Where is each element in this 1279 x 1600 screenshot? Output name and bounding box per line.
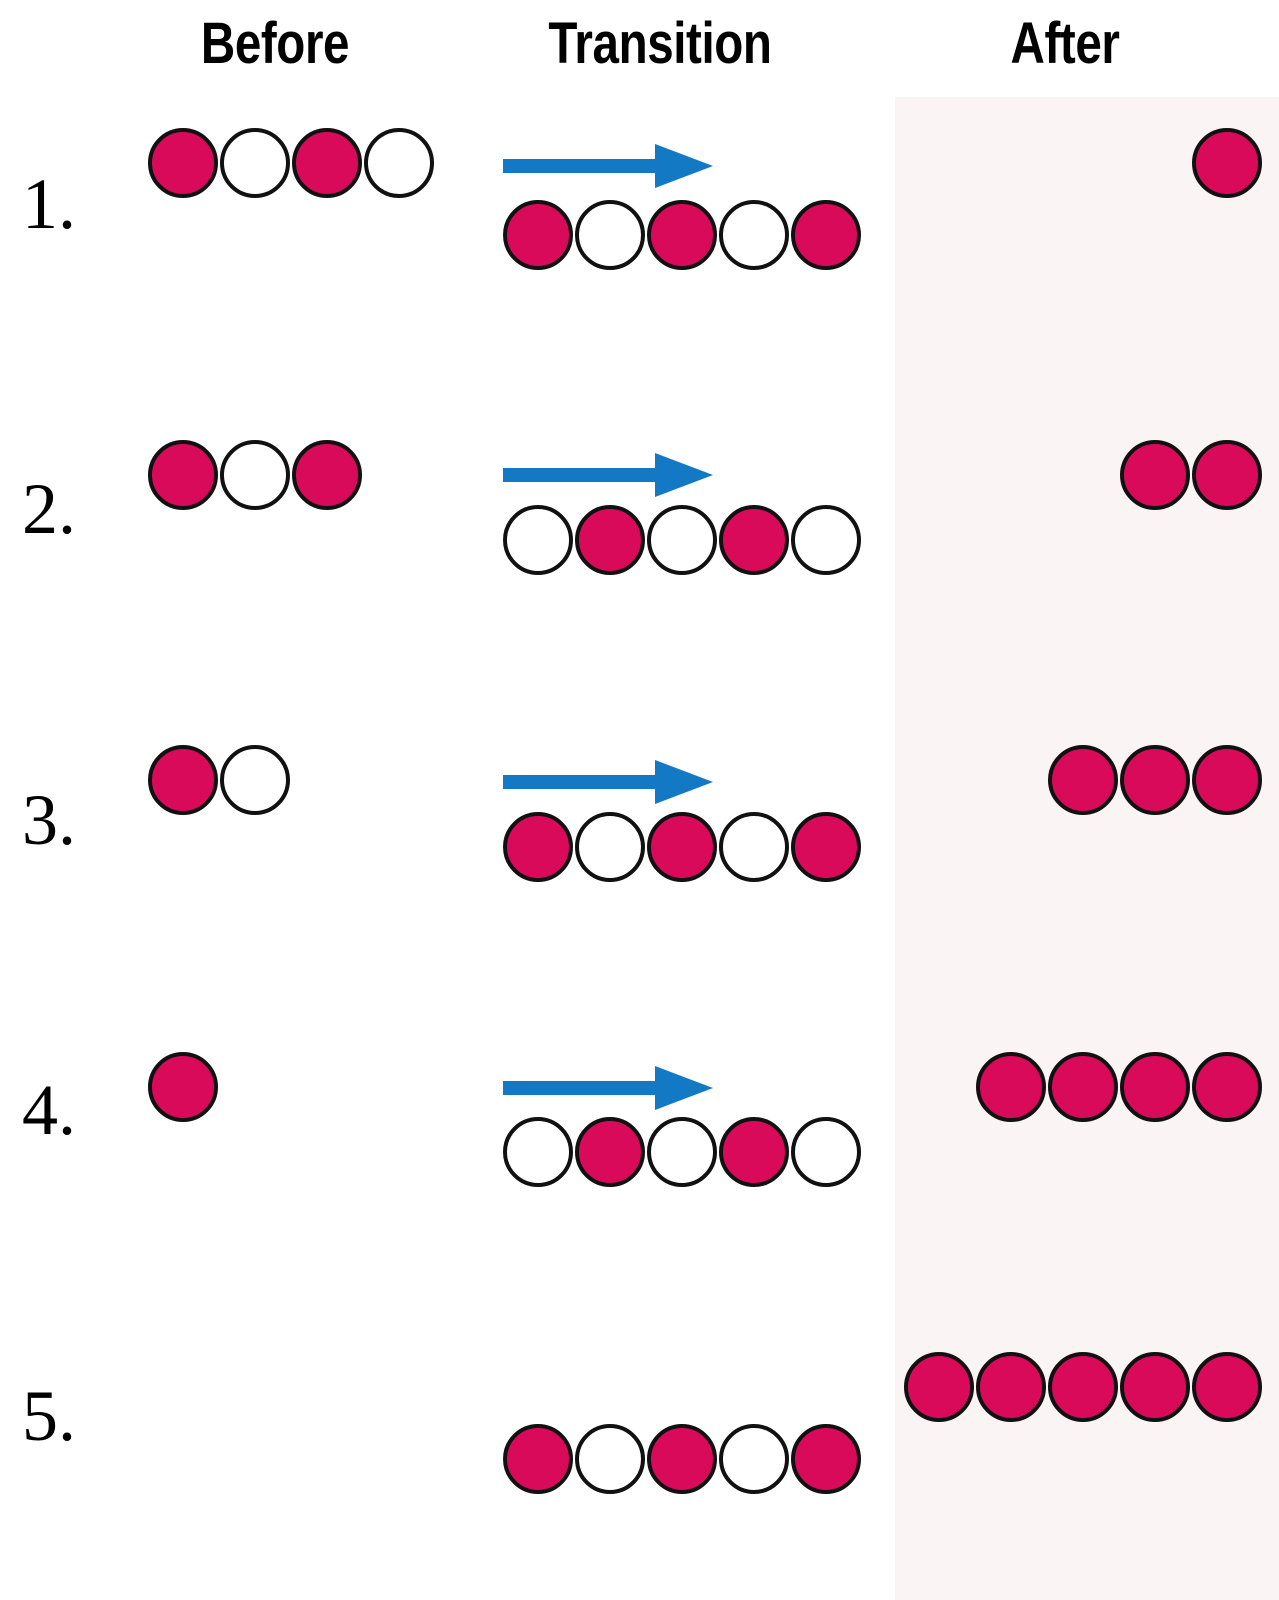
empty-circle — [503, 1117, 573, 1187]
empty-circle — [220, 745, 290, 815]
filled-circle — [904, 1352, 974, 1422]
filled-circle — [791, 812, 861, 882]
after-circle-group — [904, 1352, 1262, 1424]
empty-circle — [647, 505, 717, 575]
transition-circle-group — [503, 812, 861, 884]
filled-circle — [647, 200, 717, 270]
row-number: 4. — [22, 1070, 76, 1150]
column-header-after: After — [1010, 11, 1120, 76]
empty-circle — [364, 128, 434, 198]
transition-circle-group — [503, 1117, 861, 1189]
filled-circle — [1048, 745, 1118, 815]
filled-circle — [1120, 440, 1190, 510]
column-header-transition: Transition — [548, 11, 772, 76]
filled-circle — [1048, 1352, 1118, 1422]
filled-circle — [575, 505, 645, 575]
empty-circle — [575, 200, 645, 270]
empty-circle — [791, 1117, 861, 1187]
after-circle-group — [976, 1052, 1262, 1124]
filled-circle — [1120, 1052, 1190, 1122]
empty-circle — [220, 440, 290, 510]
transition-circle-group — [503, 1424, 861, 1496]
after-circle-group — [1192, 128, 1262, 200]
filled-circle — [292, 128, 362, 198]
filled-circle — [1192, 128, 1262, 198]
filled-circle — [791, 1424, 861, 1494]
filled-circle — [292, 440, 362, 510]
filled-circle — [148, 128, 218, 198]
filled-circle — [503, 200, 573, 270]
empty-circle — [719, 812, 789, 882]
filled-circle — [647, 812, 717, 882]
filled-circle — [1192, 745, 1262, 815]
after-circle-group — [1048, 745, 1262, 817]
row-number: 3. — [22, 780, 76, 860]
before-circle-group — [148, 745, 290, 817]
row-number: 5. — [22, 1376, 76, 1456]
transition-circle-group — [503, 505, 861, 577]
row-number: 2. — [22, 469, 76, 549]
right-arrow-icon — [503, 1060, 713, 1116]
filled-circle — [148, 440, 218, 510]
filled-circle — [148, 1052, 218, 1122]
filled-circle — [575, 1117, 645, 1187]
empty-circle — [503, 505, 573, 575]
before-circle-group — [148, 128, 434, 200]
filled-circle — [1192, 1052, 1262, 1122]
transition-circle-group — [503, 200, 861, 272]
filled-circle — [719, 1117, 789, 1187]
filled-circle — [647, 1424, 717, 1494]
empty-circle — [719, 1424, 789, 1494]
after-column-highlight — [895, 97, 1279, 1600]
filled-circle — [976, 1352, 1046, 1422]
filled-circle — [976, 1052, 1046, 1122]
filled-circle — [719, 505, 789, 575]
filled-circle — [1192, 1352, 1262, 1422]
empty-circle — [719, 200, 789, 270]
filled-circle — [148, 745, 218, 815]
empty-circle — [647, 1117, 717, 1187]
filled-circle — [503, 1424, 573, 1494]
column-header-before: Before — [200, 11, 350, 76]
right-arrow-icon — [503, 447, 713, 503]
before-circle-group — [148, 440, 362, 512]
empty-circle — [575, 1424, 645, 1494]
filled-circle — [1120, 745, 1190, 815]
filled-circle — [1120, 1352, 1190, 1422]
empty-circle — [791, 505, 861, 575]
right-arrow-icon — [503, 754, 713, 810]
right-arrow-icon — [503, 138, 713, 194]
empty-circle — [575, 812, 645, 882]
before-circle-group — [148, 1052, 218, 1124]
after-circle-group — [1120, 440, 1262, 512]
row-number: 1. — [22, 164, 76, 244]
filled-circle — [1048, 1052, 1118, 1122]
empty-circle — [220, 128, 290, 198]
filled-circle — [503, 812, 573, 882]
filled-circle — [791, 200, 861, 270]
filled-circle — [1192, 440, 1262, 510]
